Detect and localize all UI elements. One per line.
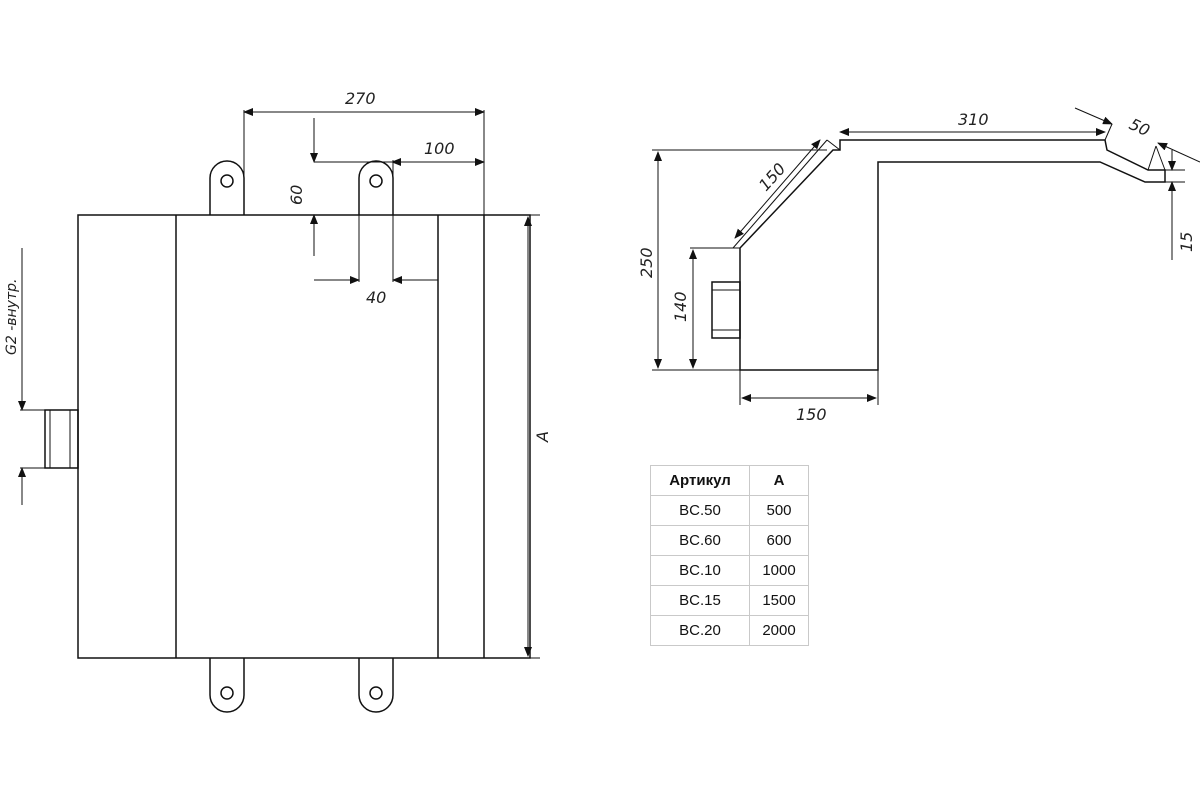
top-lug-left-hole: [220, 174, 234, 188]
dim-height-label: A: [533, 431, 552, 443]
front-view: 270 100 60 40 A G2 -внутр.: [4, 89, 552, 713]
cell-article: BC.50: [650, 495, 750, 526]
table-row: BC.15 1500: [650, 585, 809, 616]
header-article: Артикул: [650, 465, 750, 496]
cell-a: 1000: [749, 555, 809, 586]
cell-article: BC.20: [650, 615, 750, 646]
top-lug-right-hole: [369, 174, 383, 188]
dim-lower-height-label: 140: [671, 291, 690, 322]
thread-label: G2 -внутр.: [4, 279, 20, 355]
dim-lug-width-label: 40: [366, 288, 386, 307]
cell-article: BC.15: [650, 585, 750, 616]
dim-width-label: 270: [345, 89, 376, 108]
table-header-row: Артикул A: [650, 465, 809, 496]
cell-a: 1500: [749, 585, 809, 616]
side-fitting: [711, 281, 741, 339]
bottom-lug-left-hole: [220, 686, 234, 700]
top-lug-left: [209, 160, 245, 215]
side-profile: [739, 139, 1166, 371]
table-row: BC.60 600: [650, 525, 809, 556]
tank-body: [77, 214, 531, 659]
cell-a: 2000: [749, 615, 809, 646]
cell-a: 500: [749, 495, 809, 526]
dim-total-height-label: 250: [637, 247, 656, 278]
table-row: BC.50 500: [650, 495, 809, 526]
dim-lip-label: 50: [1126, 114, 1152, 140]
bottom-lug-left: [209, 658, 245, 713]
top-lug-right: [358, 160, 394, 215]
bottom-lug-right-hole: [369, 686, 383, 700]
bottom-lug-right: [358, 658, 394, 713]
side-view: 310 150 50 15 250 140 150: [637, 107, 1200, 424]
spec-table: Артикул A BC.50 500 BC.60 600 BC.10 1000…: [650, 465, 809, 646]
table-row: BC.20 2000: [650, 615, 809, 646]
dim-offset-label: 100: [424, 139, 455, 158]
dim-lug-height-label: 60: [287, 185, 306, 205]
dim-top-length-label: 310: [958, 110, 989, 129]
dim-lip-drop-label: 15: [1177, 232, 1196, 252]
thread-fitting: [20, 409, 79, 469]
table-row: BC.10 1000: [650, 555, 809, 586]
cell-a: 600: [749, 525, 809, 556]
header-a: A: [749, 465, 809, 496]
spec-table-container: Артикул A BC.50 500 BC.60 600 BC.10 1000…: [650, 465, 809, 646]
cell-article: BC.10: [650, 555, 750, 586]
cell-article: BC.60: [650, 525, 750, 556]
dim-depth-label: 150: [796, 405, 827, 424]
